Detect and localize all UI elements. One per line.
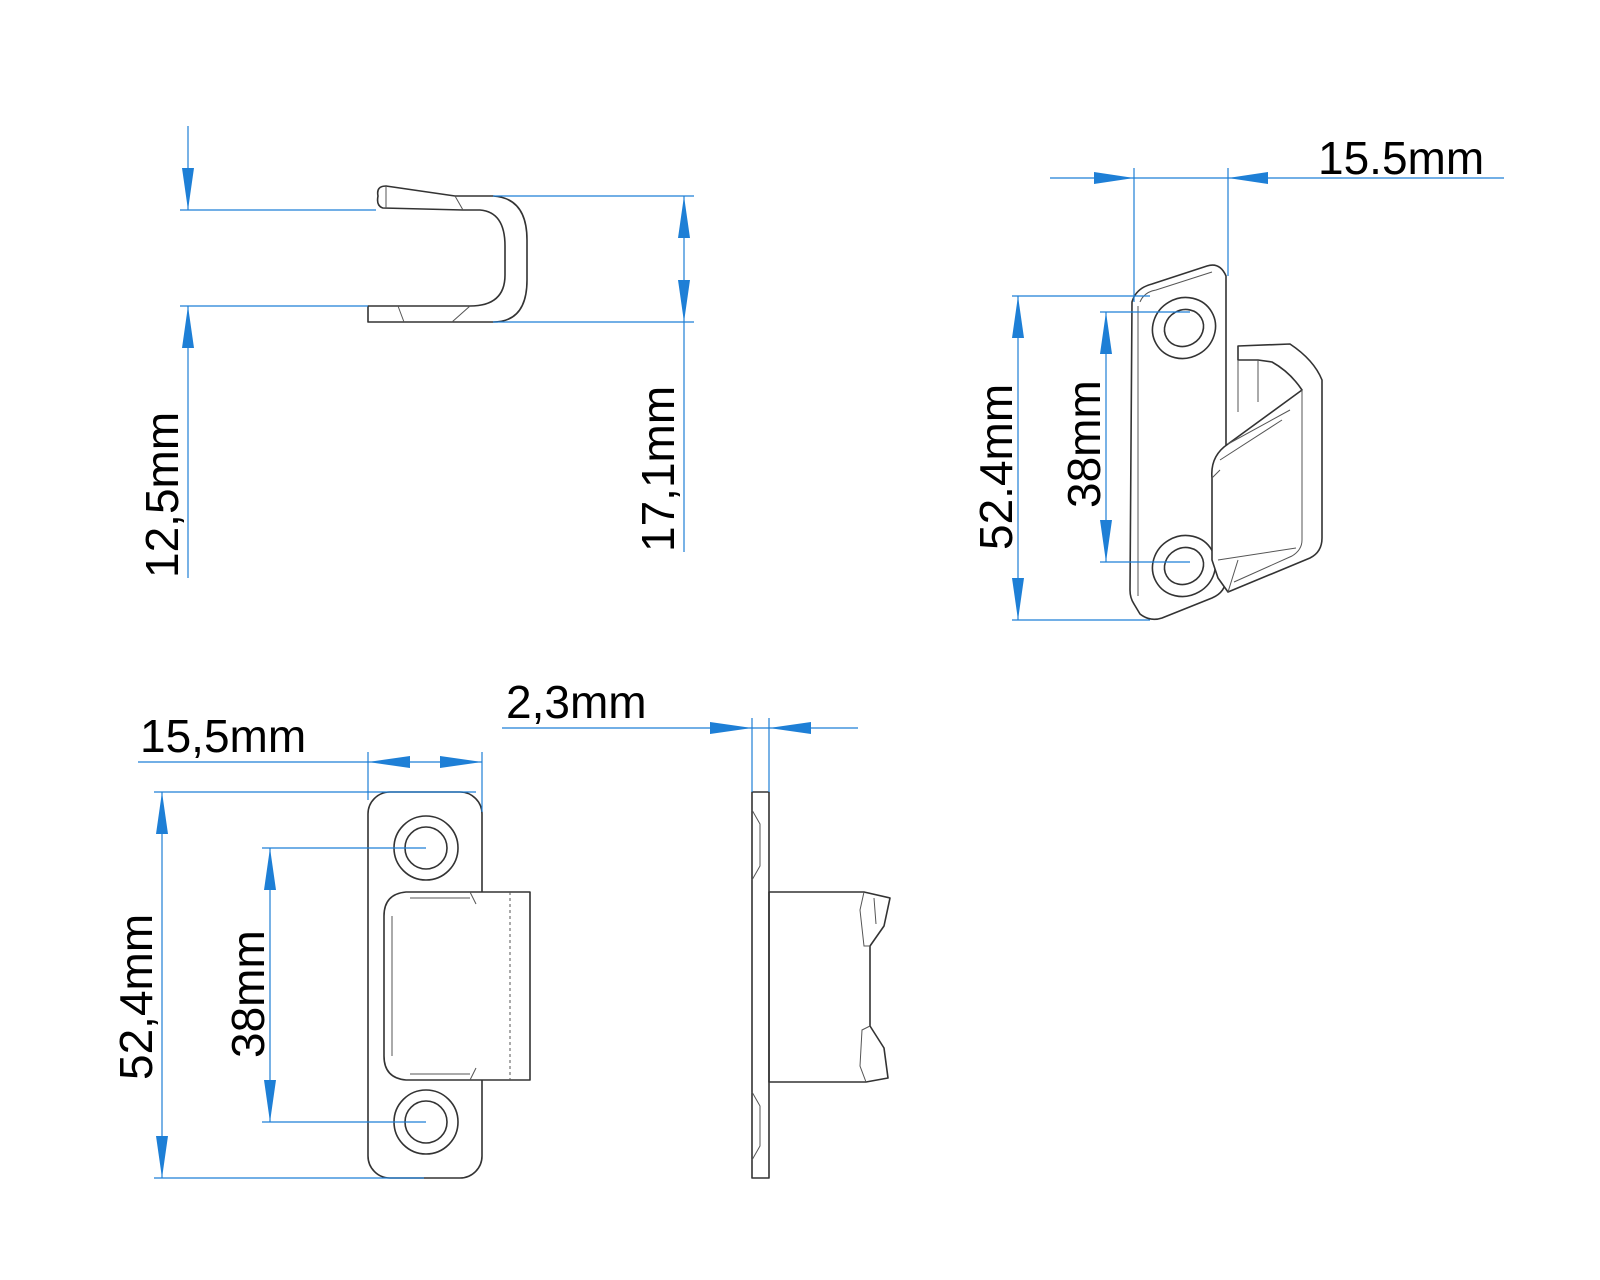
dim-arrow xyxy=(156,792,168,834)
dim-label-front-length: 52,4mm xyxy=(110,914,162,1080)
edge-view-countersink-bottom xyxy=(751,1091,761,1161)
dim-label-side-upper-gap: 12,5mm xyxy=(136,412,188,578)
dim-label-edge-thickness: 2,3mm xyxy=(506,676,647,728)
dim-front-hole-spacing: 38mm xyxy=(222,847,426,1123)
dim-label-iso-hole-spacing: 38mm xyxy=(1058,380,1110,508)
dim-label-iso-width: 15.5mm xyxy=(1318,132,1484,184)
dim-side-upper-gap: 12,5mm xyxy=(136,126,376,578)
edge-view-countersink-top xyxy=(751,809,761,881)
dim-arrow xyxy=(368,756,410,768)
dim-arrow xyxy=(440,756,482,768)
iso-view-plate-edge xyxy=(1137,271,1213,596)
dim-arrow xyxy=(182,168,194,210)
dim-iso-length: 52.4mm xyxy=(970,295,1150,621)
dim-side-height: 17,1mm xyxy=(493,195,694,552)
dim-label-iso-length: 52.4mm xyxy=(970,384,1022,550)
dim-arrow xyxy=(156,1136,168,1178)
dim-front-length: 52,4mm xyxy=(110,791,476,1179)
iso-view-bracket-edges xyxy=(1211,360,1303,593)
dim-label-side-height: 17,1mm xyxy=(632,386,684,552)
dim-arrow xyxy=(710,722,752,734)
dim-arrow xyxy=(1100,312,1112,354)
edge-view-bracket xyxy=(768,891,891,1083)
dim-arrow xyxy=(1012,578,1024,620)
dim-iso-hole-spacing: 38mm xyxy=(1058,311,1190,563)
iso-view-hole-top xyxy=(1151,296,1217,360)
dim-front-width: 15,5mm xyxy=(138,710,483,812)
iso-view-plate xyxy=(1129,264,1227,621)
dim-arrow xyxy=(1228,172,1268,184)
front-view: 15,5mm 52,4mm 38mm xyxy=(110,710,531,1179)
edge-view-bracket-detail xyxy=(859,891,877,1083)
dim-label-front-hole-spacing: 38mm xyxy=(222,930,274,1058)
dim-arrow xyxy=(678,280,690,322)
dim-arrow xyxy=(1100,520,1112,562)
iso-view-bracket xyxy=(1211,343,1323,593)
dim-arrow xyxy=(769,722,811,734)
dim-iso-width: 15.5mm xyxy=(1050,132,1504,302)
dim-arrow xyxy=(264,1080,276,1122)
dim-edge-thickness: 2,3mm xyxy=(502,676,858,792)
isometric-view: 15.5mm 52.4mm 38mm xyxy=(970,132,1504,621)
edge-view: 2,3mm xyxy=(502,676,891,1179)
side-view-part-detail xyxy=(385,186,471,323)
dim-arrow xyxy=(264,848,276,890)
dim-label-front-width: 15,5mm xyxy=(140,710,306,762)
dim-arrow xyxy=(182,306,194,348)
front-view-bracket-inner xyxy=(391,891,477,1081)
side-view: 12,5mm 17,1mm xyxy=(136,126,694,578)
dim-arrow xyxy=(1012,296,1024,338)
dim-arrow xyxy=(678,196,690,238)
dim-arrow xyxy=(1094,172,1134,184)
iso-view-hole-bottom-inner xyxy=(1163,546,1205,586)
iso-view-hole-top-inner xyxy=(1163,308,1205,348)
side-view-part xyxy=(367,185,528,323)
front-view-bracket xyxy=(383,891,531,1081)
